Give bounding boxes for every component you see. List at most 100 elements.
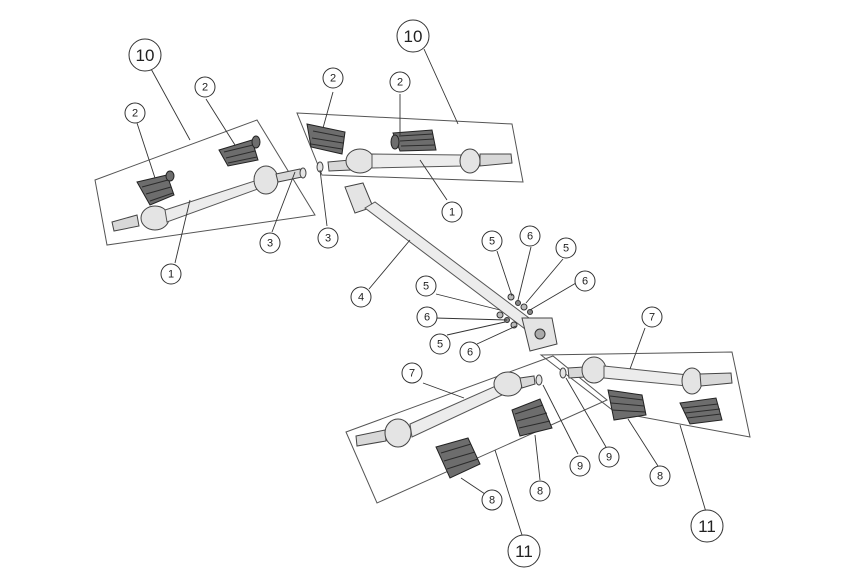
callout-number: 8 [537, 486, 543, 498]
callout-number: 2 [397, 77, 403, 89]
rear-right-spline-stub [699, 372, 733, 387]
callout-8-c8c: 8 [649, 465, 671, 487]
callout-number: 5 [563, 243, 569, 255]
front-left-half-shaft [111, 165, 307, 232]
callout-circle [322, 67, 344, 89]
callout-2-c2c: 2 [322, 67, 344, 89]
callout-circle [401, 362, 423, 384]
propeller-tube [364, 201, 546, 339]
callout-number: 2 [202, 82, 208, 94]
callout-7-c7a: 7 [641, 306, 663, 328]
front-left-spline-stub [111, 214, 140, 232]
callout-circle [415, 275, 437, 297]
callout-5-c5c: 5 [415, 275, 437, 297]
group-box-front-right [296, 112, 524, 183]
callout-3-c3a: 3 [259, 232, 281, 254]
front-right-inner-joint [345, 148, 375, 174]
callout-circle [389, 71, 411, 93]
callout-number: 8 [489, 495, 495, 507]
callout-circle [481, 489, 503, 511]
callout-circle [194, 76, 216, 98]
callout-number: 3 [325, 233, 331, 245]
callout-circle [396, 19, 430, 53]
rear-left-circlip [535, 374, 543, 386]
callout-circle [416, 306, 438, 328]
rear-right-outer-joint [681, 367, 703, 395]
callout-number: 10 [404, 27, 423, 46]
callout-number: 6 [467, 347, 473, 359]
front-left-axle-bar [164, 177, 267, 223]
callout-circle [259, 232, 281, 254]
callout-number: 8 [657, 471, 663, 483]
group-box-rear-right [539, 351, 751, 438]
callout-number: 9 [577, 461, 583, 473]
callout-circle [690, 509, 724, 543]
front-right-axle-bar [371, 153, 464, 169]
callout-2-c2b: 2 [194, 76, 216, 98]
callout-1-c1a: 1 [160, 263, 182, 285]
callout-number: 4 [358, 292, 364, 304]
callout-circle [441, 201, 463, 223]
front-left-circlip [299, 167, 307, 179]
callout-6-c6a: 6 [519, 225, 541, 247]
callout-5-c5a: 5 [481, 230, 503, 252]
callout-6-c6d: 6 [459, 341, 481, 363]
callout-number: 3 [267, 238, 273, 250]
callout-number: 5 [489, 236, 495, 248]
rear-right-axle-bar [603, 365, 689, 387]
callout-number: 7 [409, 368, 415, 380]
rear-right-boot-inner [607, 389, 647, 421]
callout-circle [429, 333, 451, 355]
rear-left-inner-joint [493, 371, 523, 397]
callout-number: 10 [136, 46, 155, 65]
callout-circle [649, 465, 671, 487]
callout-6-c6c: 6 [416, 306, 438, 328]
rear-left-half-shaft [355, 371, 543, 448]
callout-circle [507, 534, 541, 568]
callout-number: 1 [449, 207, 455, 219]
callout-circle [519, 225, 541, 247]
callout-circle [128, 38, 162, 72]
front-left-boot-inner [218, 135, 261, 167]
group-box-rear-left [345, 355, 608, 504]
callout-number: 11 [698, 517, 716, 536]
callout-11-c11a: 11 [507, 534, 541, 568]
callout-number: 6 [527, 231, 533, 243]
callout-4-c4: 4 [350, 286, 372, 308]
propeller-shaft [344, 182, 558, 352]
front-left-inner-stub [275, 168, 303, 183]
callout-circle [124, 102, 146, 124]
callout-2-c2a: 2 [124, 102, 146, 124]
front-right-spline-stub [479, 153, 513, 167]
rear-right-half-shaft [559, 356, 733, 395]
callout-11-c11b: 11 [690, 509, 724, 543]
callout-number: 5 [423, 281, 429, 293]
callout-circle [317, 227, 339, 249]
callout-7-c7b: 7 [401, 362, 423, 384]
front-right-outer-joint [459, 148, 481, 174]
callout-circle [598, 446, 620, 468]
callout-circle [569, 455, 591, 477]
rear-left-inner-stub [519, 375, 536, 389]
callout-circle [574, 270, 596, 292]
rear-right-inner-joint [581, 356, 607, 384]
callout-number: 5 [437, 339, 443, 351]
callout-number: 2 [132, 108, 138, 120]
callout-10-c10a: 10 [128, 38, 162, 72]
callout-number: 7 [649, 312, 655, 324]
rear-left-boot-outer [435, 437, 481, 479]
rear-right-circlip [559, 367, 567, 379]
callout-8-c8a: 8 [481, 489, 503, 511]
front-left-inner-joint [253, 165, 279, 195]
rear-right-boot-outer [679, 397, 723, 425]
callout-8-c8b: 8 [529, 480, 551, 502]
callout-number: 11 [515, 542, 533, 561]
rear-left-axle-bar [409, 384, 503, 438]
callout-9-c9a: 9 [569, 455, 591, 477]
rear-left-outer-joint [384, 418, 412, 448]
callout-number: 6 [424, 312, 430, 324]
callout-5-c5d: 5 [429, 333, 451, 355]
callout-number: 2 [330, 73, 336, 85]
rear-left-spline-stub [355, 429, 387, 447]
